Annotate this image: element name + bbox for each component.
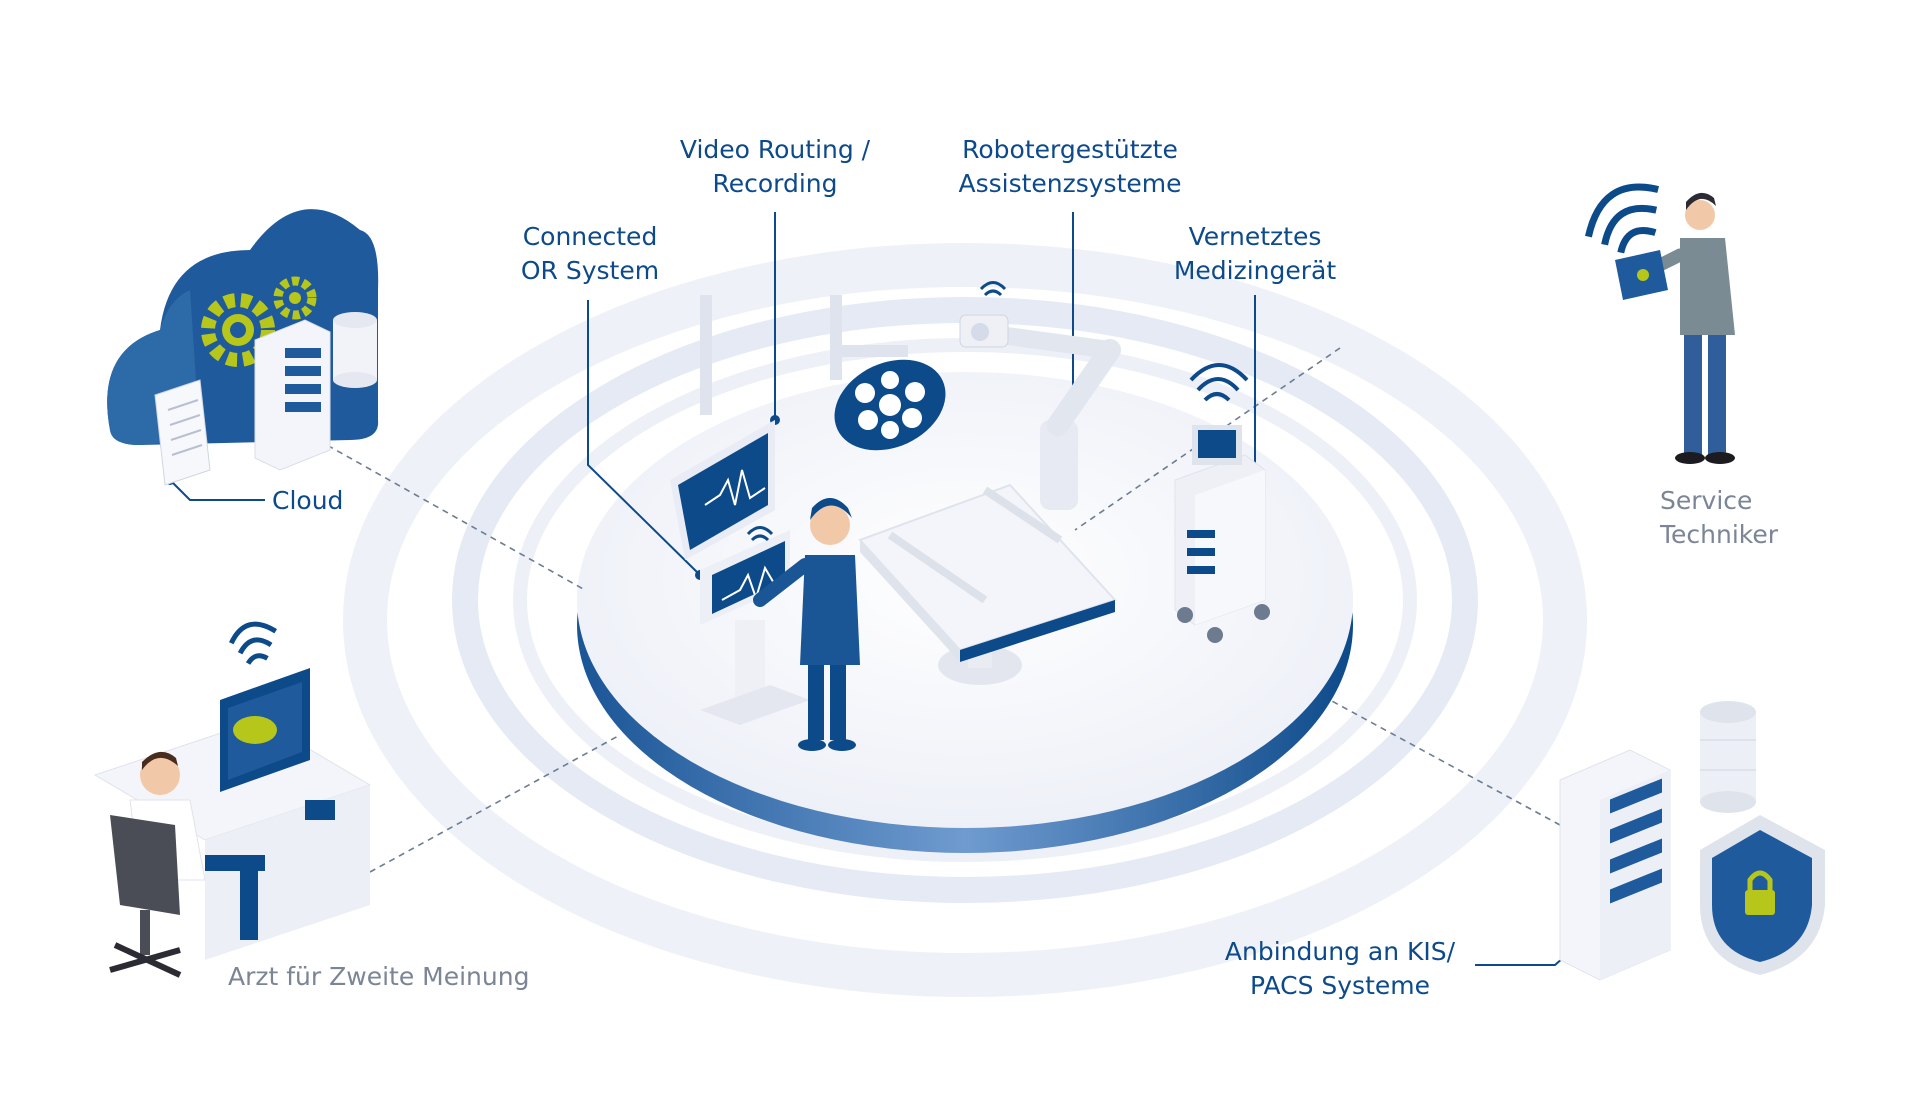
label-kis-pacs: Anbindung an KIS/ PACS Systeme <box>1224 937 1456 1000</box>
video-monitor-icon <box>670 295 775 560</box>
network-rings <box>343 243 1587 997</box>
robot-arm-icon <box>959 281 1121 510</box>
operating-table-icon <box>858 483 1117 685</box>
lock-icon <box>1745 870 1775 915</box>
kis-pacs-server-icon <box>1559 749 1671 981</box>
cloud-icon <box>107 209 379 486</box>
surgeon-figure-icon <box>753 498 860 751</box>
label-medical-device: Vernetztes Medizingerät <box>1173 222 1337 285</box>
label-service-technician: Service Techniker <box>1660 486 1779 549</box>
label-leader-lines <box>169 212 1581 966</box>
service-technician-icon <box>1585 183 1735 464</box>
label-robot-assist: Robotergestützte Assistenzsysteme <box>958 135 1182 198</box>
surgical-light-icon <box>830 295 946 451</box>
server-rack-icon <box>254 319 331 471</box>
connection-lines <box>317 347 1561 873</box>
label-video-routing: Video Routing / Recording <box>679 135 871 198</box>
or-console-icon <box>700 526 810 725</box>
label-cloud: Cloud <box>272 486 344 515</box>
label-connected-or: Connected OR System <box>520 222 660 285</box>
gear-icon <box>201 276 317 367</box>
remote-doctor-icon <box>93 621 372 978</box>
label-second-opinion-doctor: Arzt für Zweite Meinung <box>228 962 530 991</box>
document-icon <box>154 379 211 486</box>
security-shield-icon <box>1700 815 1825 975</box>
database-icon <box>333 312 377 388</box>
database-icon <box>1700 701 1756 813</box>
medical-device-cart-icon <box>1174 363 1270 643</box>
